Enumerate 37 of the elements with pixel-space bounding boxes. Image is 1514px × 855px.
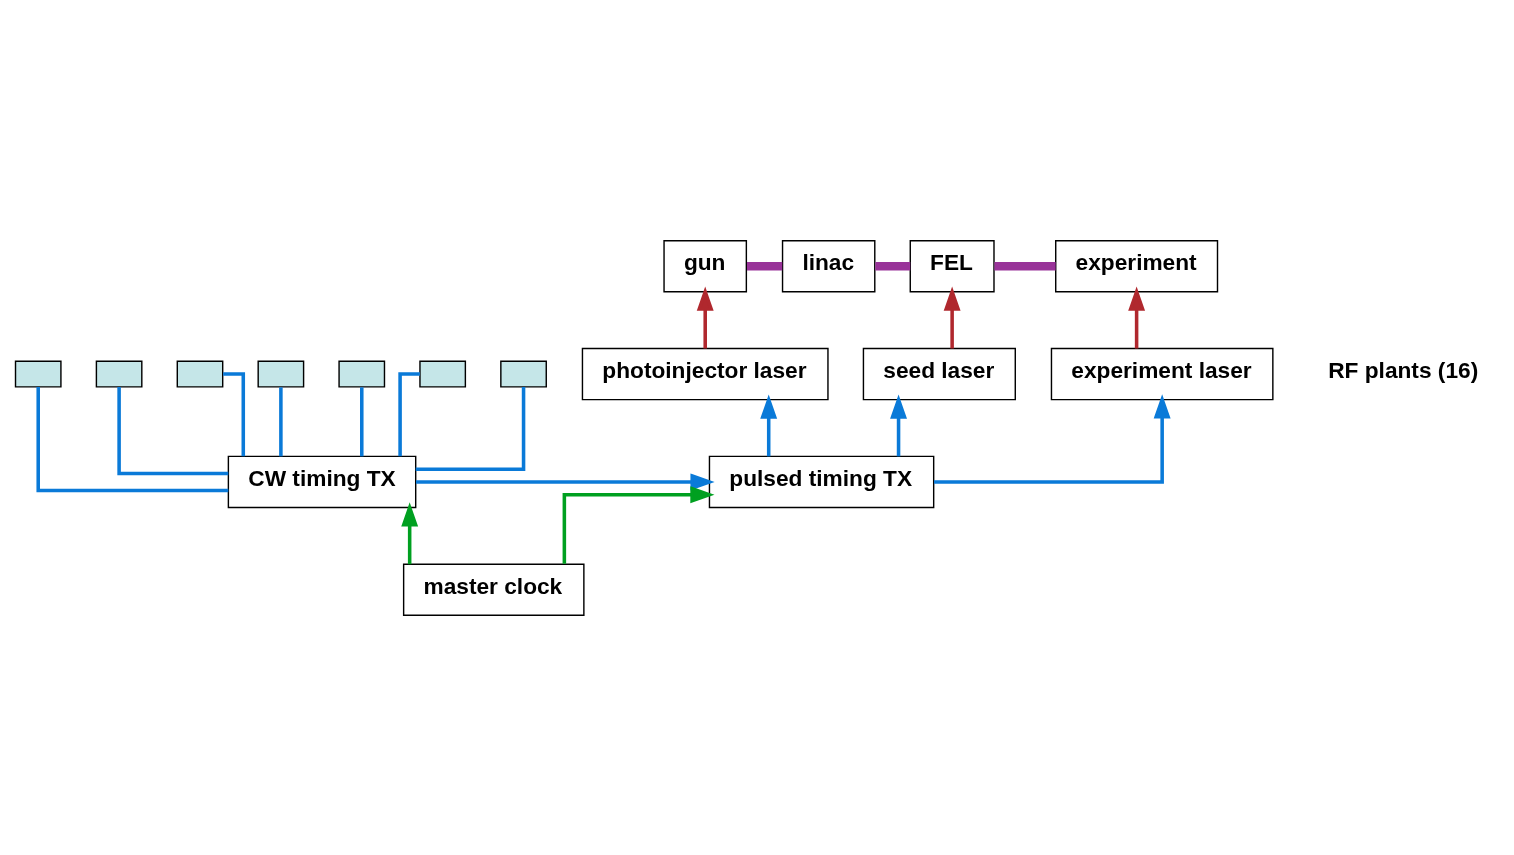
connector — [279, 386, 283, 456]
node-box — [95, 360, 143, 388]
node-box: experiment — [1055, 239, 1219, 292]
node-box — [338, 360, 386, 388]
label: RF plants (16) — [1328, 356, 1479, 383]
connector — [36, 386, 229, 492]
arrow — [696, 286, 714, 348]
node-box: seed laser — [862, 347, 1016, 400]
node-box — [14, 360, 62, 388]
arrow — [760, 393, 778, 456]
node-box: experiment laser — [1050, 347, 1274, 400]
node-box: linac — [781, 239, 876, 292]
node-box — [500, 360, 547, 388]
arrow — [1128, 286, 1146, 348]
connector — [360, 386, 364, 456]
node-box — [257, 360, 305, 388]
connector — [223, 371, 246, 456]
node-box: gun — [663, 239, 748, 292]
node-box: pulsed timing TX — [708, 455, 935, 508]
node-box: FEL — [909, 239, 995, 292]
arrow — [890, 393, 908, 456]
arrow — [934, 393, 1171, 484]
connector — [415, 386, 526, 471]
connector — [117, 386, 229, 475]
connector — [994, 261, 1056, 270]
arrow — [562, 485, 715, 564]
node-box: photoinjector laser — [581, 347, 829, 400]
node-box: CW timing TX — [227, 455, 417, 508]
connector — [398, 371, 420, 456]
node-box — [176, 360, 224, 388]
arrow — [416, 472, 715, 490]
connector — [747, 261, 783, 270]
connector — [875, 261, 911, 270]
node-box: master clock — [402, 563, 585, 616]
arrow — [943, 286, 961, 348]
node-box — [419, 360, 467, 388]
arrow — [401, 501, 419, 564]
